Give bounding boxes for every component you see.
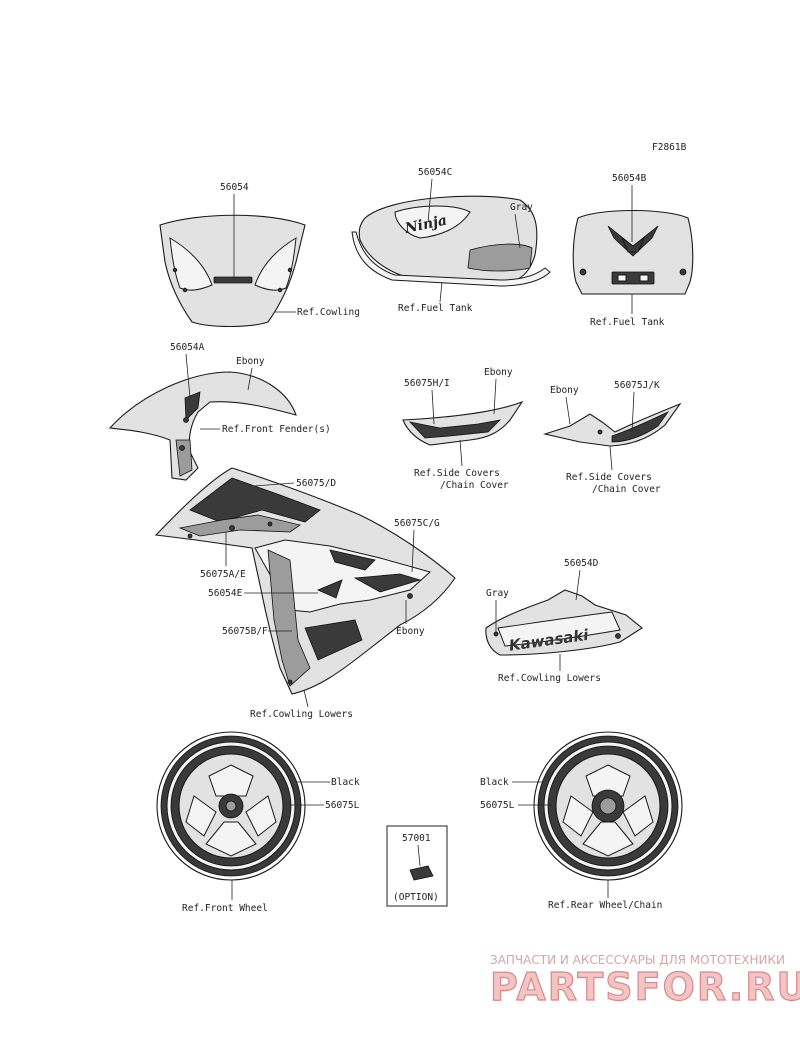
- label-ebony-cowl: Ebony: [396, 626, 425, 637]
- watermark-caption: ЗАПЧАСТИ И АКСЕССУАРЫ ДЛЯ МОТОТЕХНИКИ: [490, 953, 785, 967]
- rear-wheel-decal-part[interactable]: [533, 731, 683, 881]
- watermark-brand: PARTSFOR.RU: [490, 965, 800, 1009]
- label-black-front: Black: [331, 777, 360, 788]
- label-56075L-front: 56075L: [325, 800, 360, 811]
- leader-ebony-fender: [247, 367, 253, 391]
- label-ref-cowling: Ref.Cowling: [297, 307, 360, 318]
- label-56054D: 56054D: [564, 558, 599, 569]
- label-56075BF: 56075B/F: [222, 626, 268, 637]
- leader-ebony-side-right: [565, 396, 571, 425]
- leader-56054D: [575, 569, 581, 601]
- label-56075HI: 56075H/I: [404, 378, 450, 389]
- label-ebony-side-left: Ebony: [484, 367, 513, 378]
- label-ref-front-wheel: Ref.Front Wheel: [182, 903, 268, 914]
- leader-ref-side-covers-2: [609, 445, 613, 471]
- cowling-lower-decal-part[interactable]: Kawasaki: [485, 589, 643, 656]
- fuel-tank-decal-part[interactable]: Ninja: [351, 195, 551, 287]
- label-56075CG: 56075C/G: [394, 518, 440, 529]
- option-box-57001[interactable]: [386, 825, 448, 907]
- windscreen-decal-part[interactable]: [159, 214, 306, 327]
- leader-ref-side-covers-1: [459, 439, 463, 467]
- label-option: (OPTION): [393, 892, 439, 903]
- leader-ref-cowling-lowers-1: [303, 689, 309, 708]
- front-fender-decal-part[interactable]: [108, 371, 297, 481]
- leader-57001: [417, 844, 421, 867]
- side-cover-right-decal-part[interactable]: [542, 402, 682, 447]
- label-56054C: 56054C: [418, 167, 452, 178]
- label-gray-tank: Gray: [510, 202, 533, 213]
- leader-56054A: [185, 353, 191, 399]
- label-56075JK: 56075J/K: [614, 380, 660, 391]
- label-ref-side-covers-2a: Ref.Side Covers: [566, 472, 652, 483]
- label-ref-rear-wheel: Ref.Rear Wheel/Chain: [548, 900, 662, 911]
- leader-ebony-side-left: [493, 378, 497, 415]
- leader-ref-fuel-tank-1: [439, 281, 443, 303]
- side-fairing-decal-part[interactable]: [154, 467, 456, 695]
- label-56054A: 56054A: [170, 342, 205, 353]
- leader-56075D: [253, 482, 295, 487]
- label-ebony-fender: Ebony: [236, 356, 265, 367]
- label-56075AE: 56075A/E: [200, 569, 246, 580]
- label-ref-side-covers-2b: /Chain Cover: [592, 484, 661, 495]
- label-57001: 57001: [402, 833, 431, 844]
- label-ref-side-covers-1a: Ref.Side Covers: [414, 468, 500, 479]
- label-56054: 56054: [220, 182, 249, 193]
- label-black-rear: Black: [480, 777, 509, 788]
- label-ref-cowling-lowers-2: Ref.Cowling Lowers: [498, 673, 601, 684]
- side-cover-left-decal-part[interactable]: [402, 400, 524, 446]
- label-56054B: 56054B: [612, 173, 647, 184]
- label-ref-side-covers-1b: /Chain Cover: [440, 480, 509, 491]
- leader-56075JK: [631, 391, 635, 433]
- label-ref-cowling-lowers-1: Ref.Cowling Lowers: [250, 709, 353, 720]
- label-56075D: 56075/D: [296, 478, 336, 489]
- label-56075L-rear: 56075L: [480, 800, 515, 811]
- leader-56054C: [427, 178, 433, 223]
- label-ref-fuel-tank-1: Ref.Fuel Tank: [398, 303, 473, 314]
- figure-code: F2861B: [652, 142, 687, 153]
- label-ref-fuel-tank-2: Ref.Fuel Tank: [590, 317, 665, 328]
- label-56054E: 56054E: [208, 588, 243, 599]
- label-ref-front-fender: Ref.Front Fender(s): [222, 424, 331, 435]
- leader-56075HI: [431, 389, 435, 425]
- leader-gray-tank: [514, 213, 521, 249]
- leader-56075CG: [411, 529, 415, 573]
- upper-cowl-decal-part[interactable]: [572, 210, 694, 295]
- label-ebony-side-right: Ebony: [550, 385, 579, 396]
- label-gray-lower: Gray: [486, 588, 509, 599]
- front-wheel-decal-part[interactable]: [156, 731, 306, 881]
